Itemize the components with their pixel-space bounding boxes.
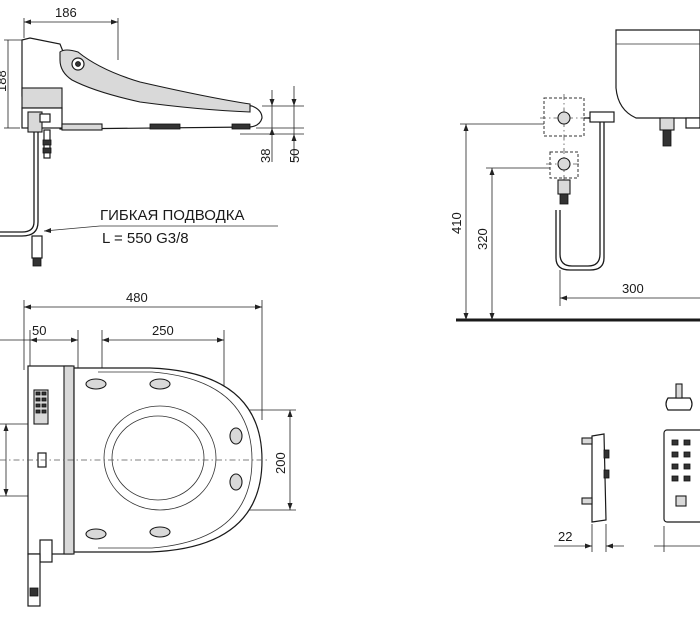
dim-480: 480 <box>23 290 263 420</box>
dim-186-text: 186 <box>55 5 77 20</box>
side-hose: ГИБКАЯ ПОДВОДКА L = 550 G3/8 <box>0 111 278 267</box>
remote-view: 22 <box>554 383 700 552</box>
dim-38-50: 38 50 <box>240 86 304 163</box>
hose-label-2: L = 550 G3/8 <box>102 230 189 247</box>
top-seat <box>0 365 270 607</box>
dim-188-text: 188 <box>0 70 9 92</box>
dim-410-text: 410 <box>449 212 464 234</box>
dim-320-text: 320 <box>475 228 490 250</box>
remote-holder-top <box>665 383 693 411</box>
side-view: 186 188 <box>0 5 304 267</box>
dim-300: 300 <box>559 270 700 306</box>
dim-38-text: 38 <box>258 149 273 163</box>
dim-200: 200 <box>248 409 296 511</box>
dim-50-text: 50 <box>287 149 302 163</box>
hose-label-1: ГИБКАЯ ПОДВОДКА <box>100 207 245 224</box>
top-view: 480 50 250 200 <box>0 290 296 607</box>
dim-480-text: 480 <box>126 290 148 305</box>
dim-186: 186 <box>23 5 119 60</box>
side-seat-body <box>21 37 263 131</box>
dim-50-top-text: 50 <box>32 323 46 338</box>
dim-320: 320 <box>475 167 550 320</box>
remote-front <box>654 429 700 552</box>
dim-22-text: 22 <box>558 529 572 544</box>
dim-300-text: 300 <box>622 281 644 296</box>
wall-view: 410 320 300 <box>449 29 700 322</box>
dim-250-text: 250 <box>152 323 174 338</box>
remote-holder-side: 22 <box>554 433 624 552</box>
dim-50-top: 50 <box>0 323 79 370</box>
dim-410: 410 <box>449 123 544 320</box>
dim-200-text: 200 <box>273 452 288 474</box>
